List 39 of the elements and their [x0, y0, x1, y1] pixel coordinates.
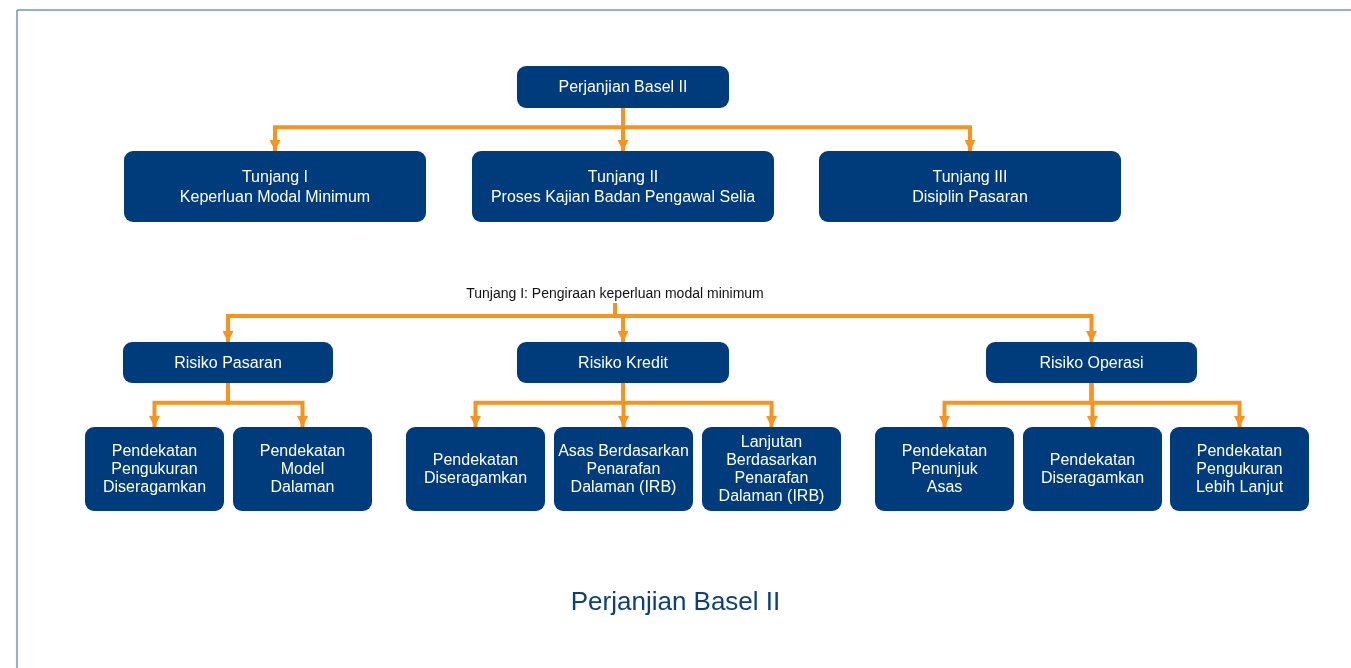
box-text: Keperluan Modal Minimum [179, 186, 371, 207]
box-heading: Tunjang II [587, 166, 659, 187]
connector-arrow [1089, 383, 1245, 427]
process-box [875, 427, 1014, 511]
process-box [123, 342, 333, 383]
connector-arrow [613, 303, 1097, 342]
process-box [85, 427, 224, 511]
process-box [554, 427, 693, 511]
box-text: Pendekatan Pengukuran Diseragamkan [101, 442, 208, 496]
box-text: Pendekatan Diseragamkan [1039, 451, 1146, 487]
process-box [124, 151, 426, 222]
box-heading: Tunjang I [241, 166, 309, 187]
box-text: Risiko Operasi [1039, 352, 1144, 373]
box-text: Disiplin Pasaran [912, 186, 1028, 207]
process-box [986, 342, 1197, 383]
process-box [819, 151, 1121, 222]
box-heading: Tunjang III [932, 166, 1008, 187]
process-box [517, 66, 729, 108]
connector-arrow [226, 383, 308, 427]
process-box [1023, 427, 1162, 511]
process-box [233, 427, 372, 511]
box-text: Asas Berdasarkan Penarafan Dalaman (IRB) [558, 442, 689, 496]
box-text: Lanjutan Berdasarkan Penarafan Dalaman (IRB) [717, 433, 826, 505]
caption: Perjanjian Basel II [570, 586, 781, 616]
box-text: Risiko Pasaran [174, 352, 282, 373]
box-text: Pendekatan Model Dalaman [259, 442, 346, 496]
box-text: Proses Kajian Badan Pengawal Selia [490, 186, 756, 207]
process-box [1170, 427, 1309, 511]
box-text: Pendekatan Penunjuk Asas [900, 442, 989, 496]
box-text: Perjanjian Basel II [558, 77, 688, 97]
box-text: Risiko Kredit [578, 352, 668, 373]
box-text: Pendekatan Diseragamkan [422, 451, 529, 487]
process-box [472, 151, 774, 222]
box-text: Pendekatan Pengukuran Lebih Lanjut [1194, 442, 1285, 496]
process-box [517, 342, 729, 383]
process-box [406, 427, 545, 511]
process-box [702, 427, 841, 511]
section-heading: Tunjang I: Pengiraan keperluan modal minimum [466, 284, 764, 303]
connector-arrow [621, 383, 777, 427]
